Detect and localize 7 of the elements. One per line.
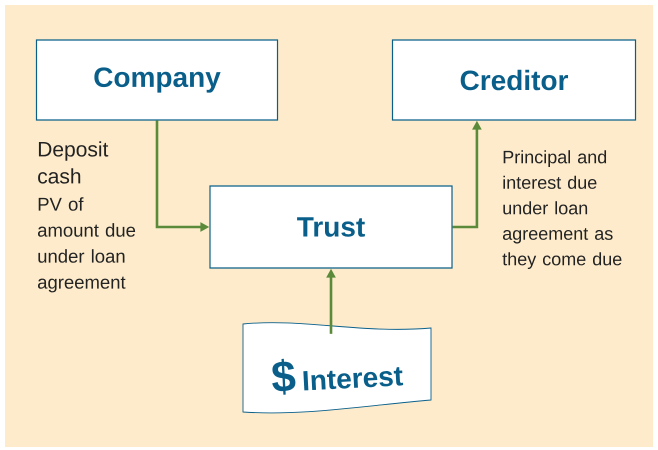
note-text: Deposit cash <box>38 141 108 184</box>
note-text: PV of amount due under loan agreement <box>38 197 136 292</box>
process-box: Trust <box>209 185 453 269</box>
process-box: Creditor <box>392 39 636 121</box>
process-box: Company <box>36 39 278 121</box>
banner: $ Interest <box>242 322 432 414</box>
note-text: Principal and interest due under loan agreement as they come due <box>502 150 622 269</box>
